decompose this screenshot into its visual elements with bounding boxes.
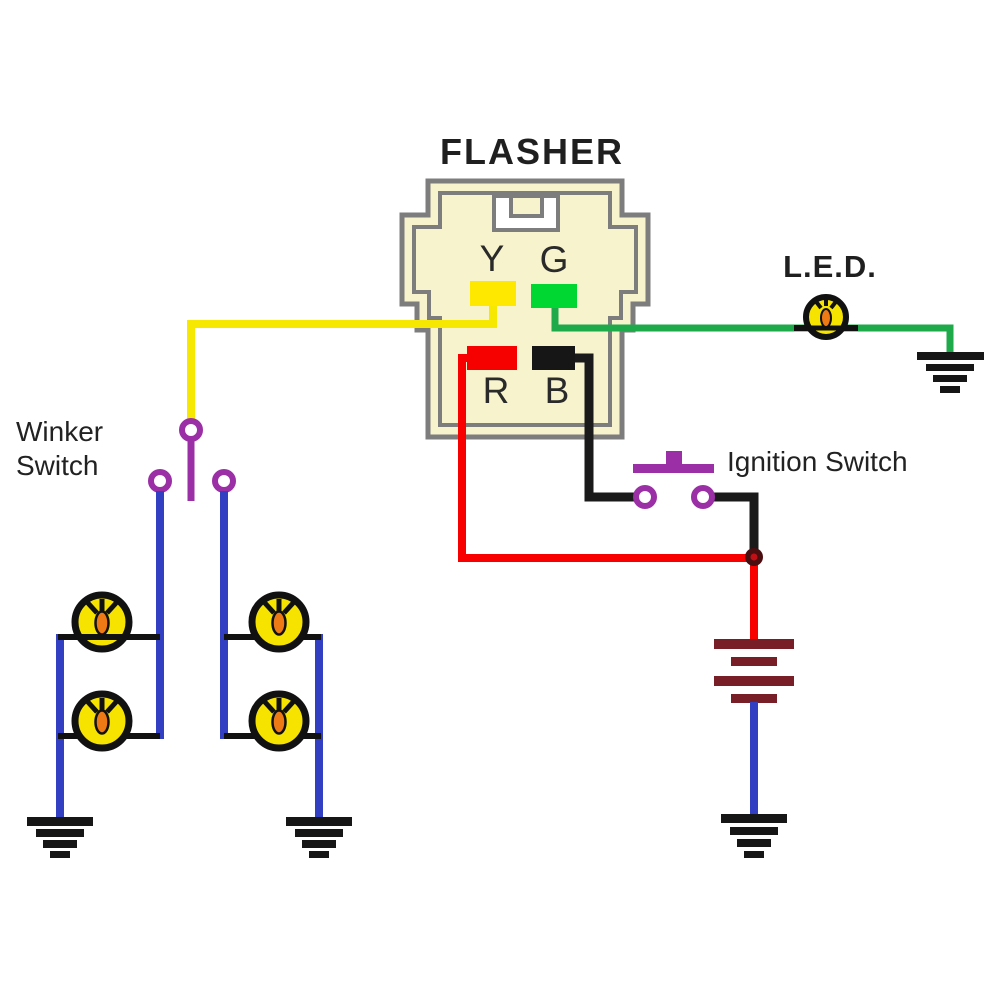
wire-junction [745, 548, 763, 566]
lamp-ray-right [105, 699, 119, 714]
terminal-r [467, 346, 517, 370]
winker-switch: Winker Switch [16, 416, 236, 501]
winker-switch-right-contact [212, 469, 236, 493]
led-ray-left [812, 297, 823, 310]
lamp-left-bottom [58, 690, 160, 752]
wires [187, 303, 954, 641]
battery-plate-short-1 [731, 657, 777, 666]
red-wire [458, 354, 758, 641]
lamp-ray-right [282, 600, 296, 615]
ground-bar-4 [744, 851, 764, 858]
ignition-switch-label: Ignition Switch [727, 446, 908, 477]
ground-symbol-right-lamps [286, 817, 352, 858]
ground-bar-3 [43, 840, 77, 848]
green-wire [551, 305, 954, 355]
terminal-g-label: G [540, 239, 569, 280]
turn-signal-lamps [58, 591, 321, 752]
ground-bar-3 [933, 375, 967, 382]
terminal-r-label: R [483, 370, 510, 411]
ground-symbol-left-lamps [27, 817, 93, 858]
ground-bar-2 [926, 364, 974, 371]
ground-bar-4 [940, 386, 960, 393]
led-ray-right [829, 297, 840, 310]
terminal-y [470, 281, 516, 306]
lamp-left-top [58, 591, 160, 653]
flasher-title: FLASHER [440, 131, 624, 172]
ground-bar-2 [730, 827, 778, 835]
led-label: L.E.D. [783, 249, 877, 284]
lamp-filament [94, 709, 110, 735]
ground-bar-1 [721, 814, 787, 823]
ground-bar-1 [27, 817, 93, 826]
yellow-wire [187, 303, 497, 420]
ground-bar-4 [50, 851, 70, 858]
terminal-g [531, 284, 577, 308]
ground-symbol-battery [721, 814, 787, 858]
ignition-switch-button [666, 451, 682, 465]
battery [714, 639, 794, 816]
terminal-y-label: Y [480, 238, 505, 279]
battery-plate-long-2 [714, 676, 794, 686]
led-indicator: L.E.D. [783, 249, 877, 340]
connector-inner-outline [412, 191, 638, 427]
connector-terminals: Y G R B [467, 238, 577, 411]
connector-key-island [509, 194, 544, 218]
lamp-right-bottom [224, 690, 321, 752]
lamp-wiring [56, 491, 323, 818]
terminal-b [532, 346, 575, 370]
flasher-connector [399, 178, 651, 440]
ground-bar-3 [302, 840, 336, 848]
black-wire-to-junction [713, 492, 759, 551]
ground-bar-1 [286, 817, 352, 826]
ignition-switch-blade [633, 464, 714, 473]
lamp-ray-left [262, 600, 276, 615]
lamp-right-top [224, 591, 321, 653]
battery-plate-short-2 [731, 694, 777, 703]
lamp-ray-left [262, 699, 276, 714]
ground-bar-2 [295, 829, 343, 837]
lamp-filament [94, 610, 110, 636]
ignition-switch: Ignition Switch [633, 446, 908, 509]
ground-symbol-led [917, 352, 984, 393]
ground-bar-4 [309, 851, 329, 858]
lamp-filament [271, 610, 287, 636]
ignition-switch-left-contact [633, 485, 657, 509]
winker-switch-left-contact [148, 469, 172, 493]
ground-bar-2 [36, 829, 84, 837]
winker-switch-label-line1: Winker [16, 416, 103, 447]
lamp-ray-right [105, 600, 119, 615]
lamp-ray-left [85, 600, 99, 615]
winker-switch-label-line2: Switch [16, 450, 98, 481]
lamp-ray-right [282, 699, 296, 714]
ground-bar-1 [917, 352, 984, 360]
led-filament [820, 308, 832, 328]
ignition-switch-right-contact [691, 485, 715, 509]
lamp-ray-left [85, 699, 99, 714]
black-wire-to-ignition [570, 353, 634, 502]
terminal-b-label: B [545, 370, 570, 411]
ground-bar-3 [737, 839, 771, 847]
winker-switch-common-contact [179, 418, 203, 442]
junction-dot-core [750, 553, 758, 561]
lamp-filament [271, 709, 287, 735]
battery-plate-long-1 [714, 639, 794, 649]
